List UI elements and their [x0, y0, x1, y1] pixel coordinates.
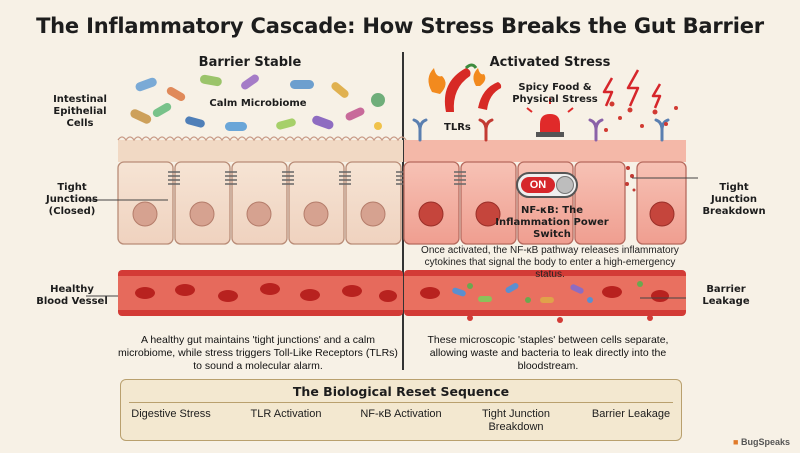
healthy-blood-vessel	[118, 270, 403, 316]
brand-logo: ■ BugSpeaks	[733, 437, 790, 447]
reset-step: Tight Junction Breakdown	[481, 408, 551, 433]
reset-sequence-title: The Biological Reset Sequence	[292, 384, 510, 399]
page-title: The Inflammatory Cascade: How Stress Bre…	[36, 14, 764, 38]
calm-microbiome-label: Calm Microbiome	[209, 98, 307, 109]
nfkb-power-switch: ON	[516, 172, 578, 198]
cytokine-particles	[604, 101, 678, 132]
tight-junctions-label: Tight Junctions (Closed)	[45, 182, 99, 217]
tlr-receptor-icons	[412, 118, 670, 142]
reset-step: Barrier Leakage	[591, 408, 671, 420]
reset-step: Digestive Stress	[131, 408, 211, 420]
microbiome-bacteria	[130, 74, 385, 131]
switch-knob	[556, 176, 574, 194]
right-panel-heading: Activated Stress	[489, 55, 611, 70]
nfkb-note: Once activated, the NF-κB pathway releas…	[421, 245, 679, 280]
reset-step: TLR Activation	[250, 408, 322, 420]
alarm-siren-icon	[526, 98, 574, 137]
label-leader-lines	[82, 177, 698, 299]
lightning-stress-icons	[602, 69, 662, 109]
left-panel-heading: Barrier Stable	[198, 55, 302, 70]
reset-sequence-rule	[129, 402, 673, 403]
panel-divider	[402, 52, 404, 370]
tlrs-label: TLRs	[444, 122, 471, 133]
brand-mark-icon: ■	[733, 437, 739, 447]
barrier-leakage-label: Barrier Leakage	[702, 284, 750, 307]
left-caption: A healthy gut maintains 'tight junctions…	[118, 334, 398, 372]
right-caption: These microscopic 'staples' between cell…	[427, 334, 669, 372]
switch-on-text: ON	[521, 177, 555, 193]
leaky-blood-vessel	[404, 270, 686, 323]
brand-name: BugSpeaks	[740, 437, 790, 447]
spicy-stressor-icons	[428, 63, 502, 112]
stressor-label: Spicy Food & Physical Stress	[512, 82, 598, 105]
reset-step: NF-κB Activation	[360, 408, 442, 420]
junction-breakdown-label: Tight Junction Breakdown	[702, 182, 766, 217]
epithelial-cells-label: Intestinal Epithelial Cells	[53, 94, 107, 129]
reset-sequence-box: The Biological Reset Sequence Digestive …	[120, 379, 682, 441]
healthy-epithelium	[117, 136, 408, 245]
nfkb-label: NF-κB: The Inflammation Power Switch	[495, 205, 609, 240]
healthy-vessel-label: Healthy Blood Vessel	[36, 284, 108, 307]
